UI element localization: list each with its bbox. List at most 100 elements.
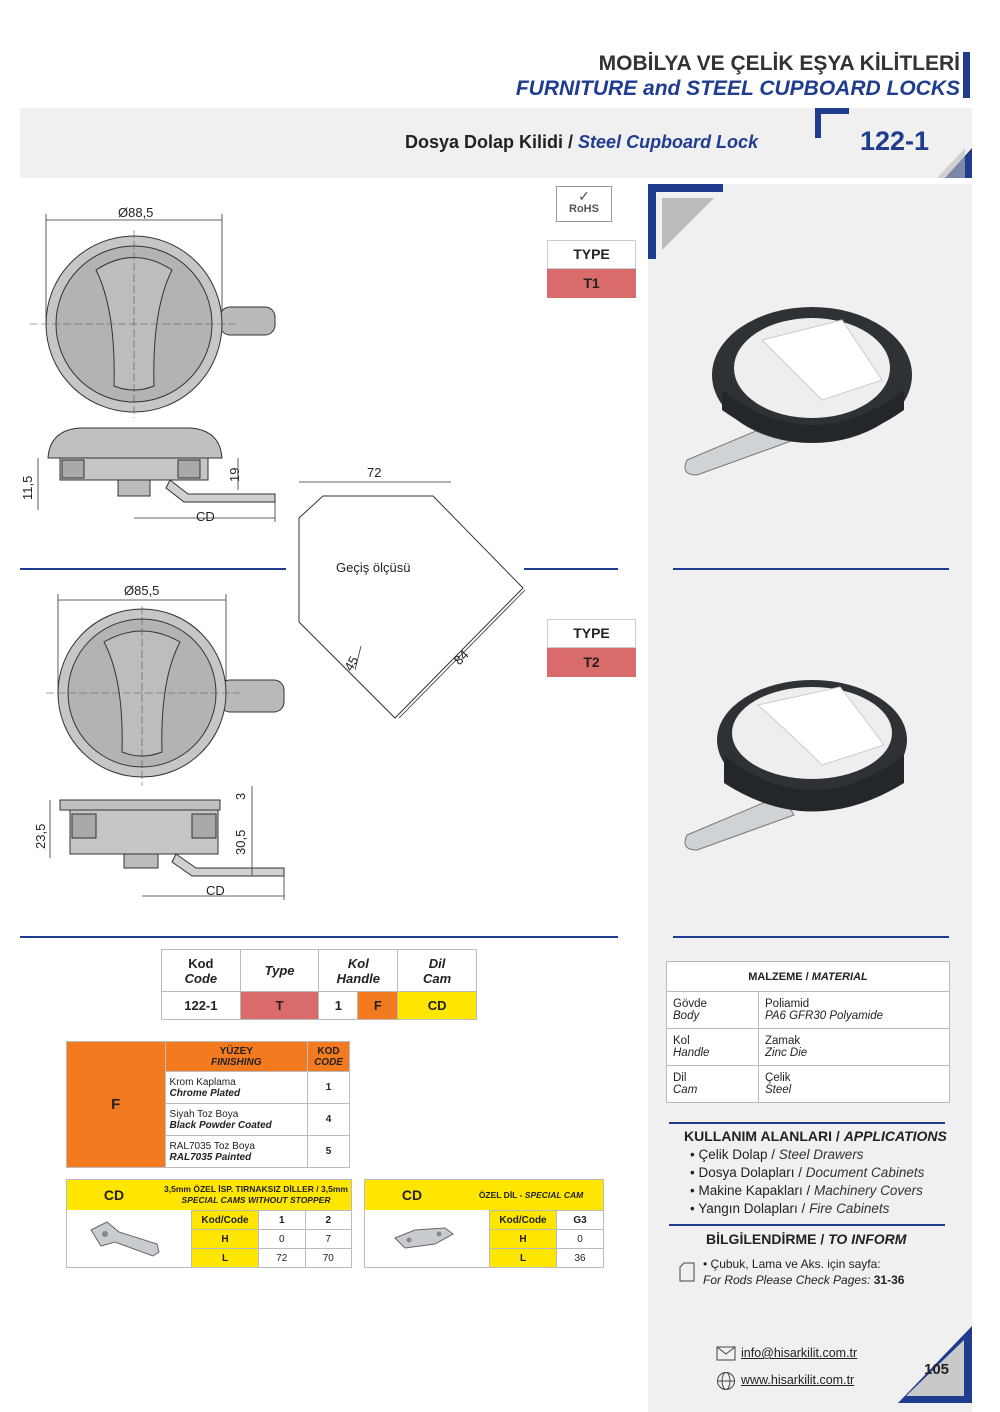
- t1-diameter-label: Ø88,5: [118, 205, 154, 220]
- part-en: Body: [673, 1010, 700, 1022]
- cam-value: CD: [397, 991, 477, 1020]
- t1-height-label: 11,5: [20, 475, 35, 500]
- cam1-key: CD: [67, 1180, 161, 1210]
- applications-list: • Çelik Dolap / Steel Drawers • Dosya Do…: [690, 1146, 924, 1218]
- cam-row-key: L: [489, 1248, 557, 1268]
- finish-en: RAL7035 Painted: [169, 1151, 252, 1163]
- app-tr: Dosya Dolapları /: [698, 1165, 806, 1180]
- cam-row-key: H: [489, 1229, 557, 1249]
- separator-line: [673, 568, 949, 570]
- finishing-code: 4: [307, 1103, 350, 1136]
- inform-line-tr: • Çubuk, Lama ve Aks. için sayfa:: [703, 1257, 881, 1271]
- head-tr: Kod: [188, 955, 214, 971]
- head-en: CODE: [314, 1056, 343, 1068]
- product-code: 122-1: [860, 126, 930, 156]
- type-label: TYPE: [547, 240, 636, 269]
- finishing-code: 1: [307, 1071, 350, 1104]
- part-tr: Gövde: [673, 998, 707, 1010]
- type-label: TYPE: [547, 619, 636, 648]
- cam2-image: [394, 1227, 454, 1249]
- code-table-head: Type: [239, 949, 320, 992]
- app-en: Document Cabinets: [805, 1165, 925, 1180]
- head-en: Cam: [423, 970, 452, 986]
- cam-row-key: H: [191, 1229, 259, 1249]
- material-title: MALZEME / MATERIAL: [666, 961, 950, 992]
- separator-line: [673, 936, 949, 938]
- product-image-t1: [684, 307, 912, 476]
- type-box-t1: TYPE T1: [547, 240, 636, 298]
- drawing-t1: [30, 214, 276, 522]
- cam-table-1: CD 3,5mm ÖZEL İSP. TIRNAKSIZ DİLLER / 3,…: [66, 1179, 352, 1268]
- part-en: Cam: [673, 1084, 698, 1096]
- type-box-t2: TYPE T2: [547, 619, 636, 677]
- panel-corner-shape: [648, 184, 723, 259]
- website-link[interactable]: www.hisarkilit.com.tr: [741, 1373, 855, 1387]
- cam-value: 70: [304, 1248, 352, 1268]
- cam2-key: CD: [365, 1180, 459, 1210]
- application-item: • Dosya Dolapları / Document Cabinets: [690, 1165, 925, 1180]
- cam-head: 2: [304, 1210, 352, 1230]
- rohs-label: RoHS: [569, 203, 599, 215]
- cam-row-key: L: [191, 1248, 259, 1268]
- separator-line: [524, 568, 618, 570]
- cam-value: 0: [258, 1229, 306, 1249]
- header-title-en: FURNITURE and STEEL CUPBOARD LOCKS: [515, 77, 960, 100]
- application-item: • Yangın Dolapları / Fire Cabinets: [690, 1201, 890, 1216]
- t1-cd-label: CD: [196, 509, 215, 524]
- product-title-tr: Dosya Dolap Kilidi: [405, 132, 564, 152]
- app-en: Machinery Covers: [814, 1183, 923, 1198]
- t2-cd-label: CD: [206, 883, 225, 898]
- finish-tr: Krom Kaplama: [169, 1076, 236, 1088]
- title-en: MATERIAL: [811, 970, 868, 983]
- code-value: 122-1: [161, 991, 241, 1020]
- product-title-en: Steel Cupboard Lock: [578, 132, 759, 152]
- cam-head: 1: [258, 1210, 306, 1230]
- title-en: APPLICATIONS: [843, 1128, 947, 1144]
- t2-height3-label: 3: [233, 792, 248, 800]
- inform-line-en: For Rods Please Check Pages:: [703, 1273, 874, 1287]
- cam-head: Kod/Code: [489, 1210, 557, 1230]
- mat-tr: Zamak: [765, 1035, 801, 1047]
- title-tr: KULLANIM ALANLARI /: [684, 1128, 844, 1144]
- type-value: T2: [547, 648, 636, 677]
- app-en: Steel Drawers: [778, 1147, 864, 1162]
- page-number: 105: [924, 1361, 950, 1378]
- product-title: Dosya Dolap Kilidi / Steel Cupboard Lock: [405, 132, 758, 153]
- cam2-title: ÖZEL DİL - SPECIAL CAM: [459, 1180, 603, 1210]
- page-corner-shape: [898, 1326, 972, 1403]
- finish-tr: RAL7035 Toz Boya: [169, 1140, 255, 1152]
- part-tr: Kol: [673, 1035, 690, 1047]
- cam-value: 36: [556, 1248, 604, 1268]
- product-bar: [20, 108, 972, 178]
- applications-title: KULLANIM ALANLARI / APPLICATIONS: [684, 1128, 947, 1144]
- mat-en: PA6 GFR30 Polyamide: [765, 1010, 884, 1022]
- title-tr: 3,5mm ÖZEL İSP. TIRNAKSIZ DİLLER / 3,5mm: [164, 1184, 348, 1194]
- rohs-check-icon: ✓: [578, 188, 590, 204]
- part-en: Handle: [673, 1047, 710, 1059]
- title-tr: ÖZEL DİL -: [478, 1190, 525, 1200]
- t2-diameter-label: Ø85,5: [124, 583, 160, 598]
- inform-title: BİLGİLENDİRME / TO INFORM: [706, 1231, 906, 1247]
- cam-head: Kod/Code: [191, 1210, 259, 1230]
- cutout-title: Geçiş ölçüsü: [336, 560, 411, 575]
- app-tr: Makine Kapakları /: [698, 1183, 815, 1198]
- email-link[interactable]: info@hisarkilit.com.tr: [741, 1346, 858, 1360]
- email-icon: [716, 1346, 736, 1361]
- cutout-width-label: 72: [367, 465, 382, 480]
- head-tr: Kol: [347, 955, 369, 971]
- type-value: T: [239, 991, 320, 1020]
- product-image-t2: [684, 680, 907, 851]
- cam1-image: [90, 1221, 160, 1257]
- mat-en: Zinc Die: [765, 1047, 808, 1059]
- cam-value: 72: [258, 1248, 306, 1268]
